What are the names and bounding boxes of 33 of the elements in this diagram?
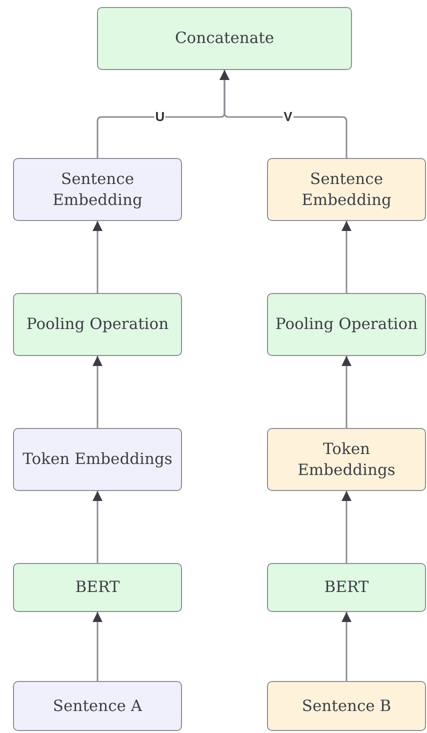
token-box xyxy=(267,428,426,491)
arrow xyxy=(92,221,102,293)
token-box xyxy=(13,428,182,491)
arrow xyxy=(342,221,352,293)
node-label: Pooling Operation xyxy=(274,314,419,335)
edge-label: U xyxy=(154,110,166,124)
arrow xyxy=(220,70,348,158)
embedding-box xyxy=(13,158,182,221)
node-label: BERT xyxy=(74,577,121,598)
concatenate-box xyxy=(97,7,352,70)
node-label: Sentence Embedding xyxy=(300,168,392,210)
node-label: Concatenate xyxy=(174,28,276,49)
input-box xyxy=(267,681,426,731)
arrow xyxy=(92,612,102,681)
node-label: Sentence Embedding xyxy=(52,168,144,210)
arrow xyxy=(342,491,352,563)
arrow xyxy=(92,356,102,428)
pooling-box xyxy=(267,293,426,356)
arrow xyxy=(92,491,102,563)
node-label: Token Embeddings xyxy=(296,438,396,480)
model-box xyxy=(267,563,426,612)
node-label: Pooling Operation xyxy=(25,314,170,335)
pooling-box xyxy=(13,293,182,356)
node-label: Token Embeddings xyxy=(22,449,174,470)
model-box xyxy=(13,563,182,612)
input-box xyxy=(13,681,182,731)
arrow xyxy=(342,356,352,428)
embedding-box xyxy=(267,158,426,221)
node-label: Sentence A xyxy=(52,696,144,716)
arrow xyxy=(342,612,352,681)
edge-label: V xyxy=(282,110,294,124)
node-label: Sentence B xyxy=(300,696,392,716)
node-label: BERT xyxy=(323,577,370,598)
